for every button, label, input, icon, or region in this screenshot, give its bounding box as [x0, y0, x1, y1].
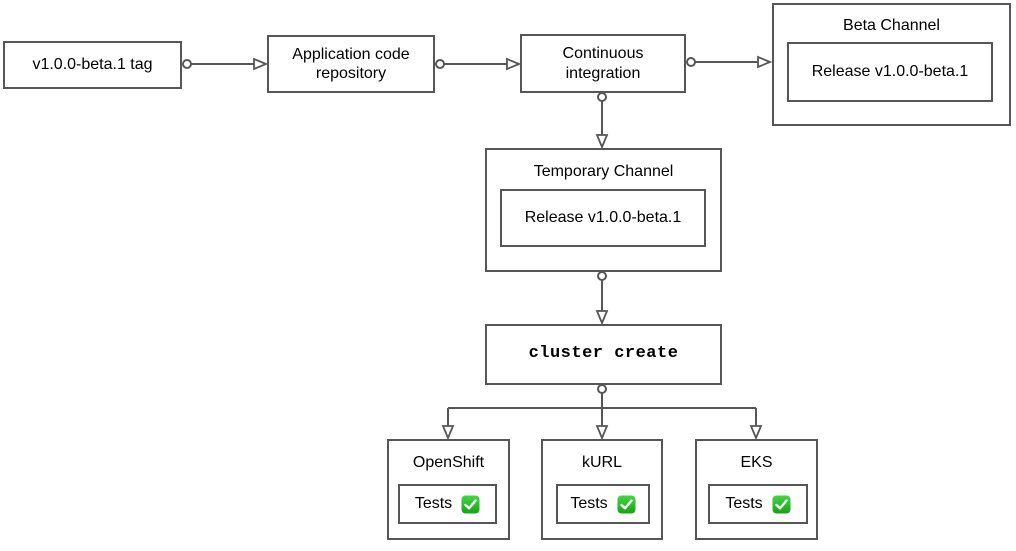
node-cluster-create-label: cluster create [528, 344, 679, 364]
node-beta-release-label: Release v1.0.0-beta.1 [811, 63, 969, 80]
node-version-tag-label: v1.0.0-beta.1 tag [32, 56, 153, 74]
edge-tag-to-repo [182, 57, 269, 71]
edge-cluster-create-to-clusters [441, 384, 763, 441]
check-mark-icon [461, 495, 480, 514]
edge-ci-to-beta-channel [686, 55, 773, 69]
openshift-tests-badge: Tests [398, 484, 497, 524]
group-kurl: kURL Tests [541, 439, 663, 540]
group-openshift: OpenShift Tests [387, 439, 510, 540]
group-eks-title: EKS [740, 454, 773, 471]
eks-tests-badge: Tests [708, 484, 808, 524]
node-temp-release: Release v1.0.0-beta.1 [500, 189, 706, 247]
node-continuous-integration: Continuous integration [520, 34, 686, 93]
edge-ci-to-temp-channel [595, 92, 609, 150]
node-beta-release: Release v1.0.0-beta.1 [787, 42, 993, 102]
check-mark-icon [772, 495, 791, 514]
group-beta-channel: Beta Channel Release v1.0.0-beta.1 [772, 3, 1011, 126]
edge-temp-channel-to-cluster-create [595, 271, 609, 326]
kurl-tests-label: Tests [570, 495, 608, 512]
node-temp-release-label: Release v1.0.0-beta.1 [524, 209, 682, 226]
node-cluster-create: cluster create [485, 324, 722, 385]
group-openshift-title: OpenShift [412, 454, 485, 471]
group-temporary-channel: Temporary Channel Release v1.0.0-beta.1 [485, 148, 722, 272]
node-app-code-repository: Application code repository [267, 35, 435, 93]
eks-tests-label: Tests [725, 495, 763, 512]
edge-repo-to-ci [435, 57, 522, 71]
node-version-tag: v1.0.0-beta.1 tag [3, 41, 182, 89]
node-app-code-repository-label: Application code repository [292, 45, 410, 82]
node-continuous-integration-label: Continuous integration [562, 45, 644, 82]
group-beta-channel-title: Beta Channel [843, 17, 940, 34]
group-eks: EKS Tests [695, 439, 818, 540]
group-temporary-channel-title: Temporary Channel [533, 163, 674, 180]
check-mark-icon [617, 495, 636, 514]
group-kurl-title: kURL [581, 454, 622, 471]
openshift-tests-label: Tests [414, 495, 453, 512]
kurl-tests-badge: Tests [556, 484, 650, 524]
